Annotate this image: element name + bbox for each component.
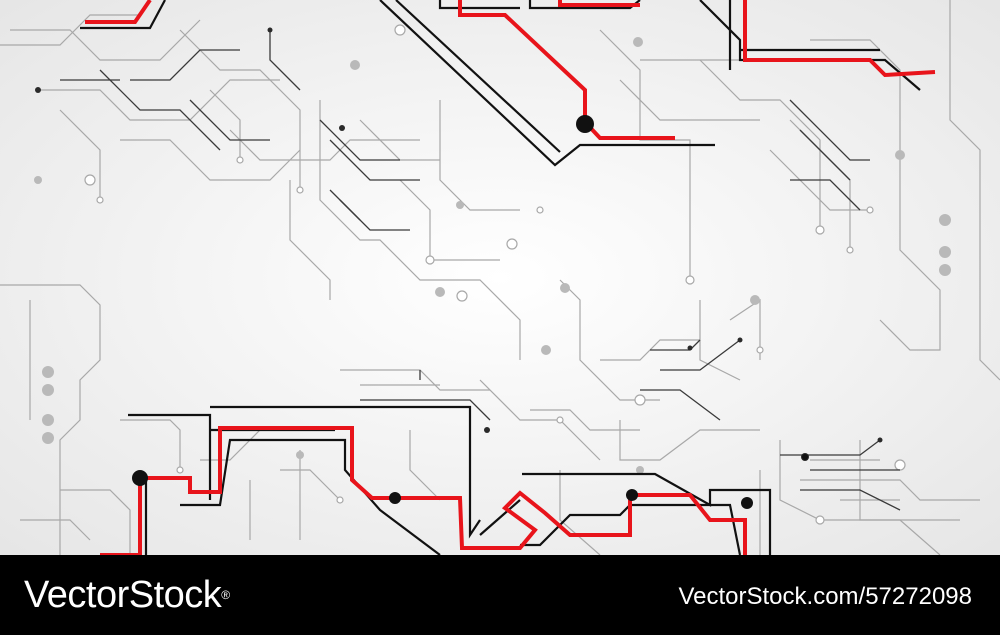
brand-name: VectorStock: [24, 574, 222, 616]
solid-gray-dots: [34, 37, 951, 474]
black-junctions: [132, 115, 808, 509]
red-traces: [85, 0, 936, 555]
stock-url: VectorStock.com/57272098: [678, 583, 972, 610]
registered-mark: ®: [221, 588, 230, 602]
dark-thin-traces: [60, 30, 901, 511]
watermark-footer: VectorStock® VectorStock.com/57272098: [0, 555, 1000, 635]
background: [0, 0, 1000, 555]
circuit-board-illustration: [0, 0, 1000, 555]
brand-logo: VectorStock®: [24, 574, 230, 616]
gray-nodes: [84, 24, 906, 525]
